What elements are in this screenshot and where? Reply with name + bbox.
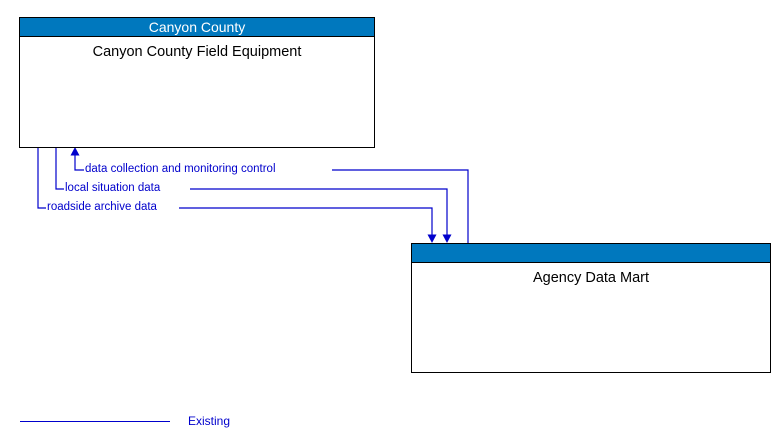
flow-label-local-situation-data[interactable]: local situation data: [64, 182, 162, 195]
legend-label-existing: Existing: [188, 414, 231, 428]
entity-header-canyon-county: Canyon County: [20, 18, 374, 37]
entity-box-agency-data-mart[interactable]: Agency Data Mart: [411, 243, 771, 373]
flow-label-roadside-archive-data[interactable]: roadside archive data: [46, 201, 158, 214]
entity-title-agency-data-mart: Agency Data Mart: [532, 270, 650, 286]
flow-arrowhead-up-canyon-county: [70, 147, 80, 156]
legend: Existing: [20, 412, 320, 432]
flow-arrowhead-down-roadside-archive-data: [427, 234, 437, 243]
flow-label-data-collection-and-monitoring-control[interactable]: data collection and monitoring control: [84, 163, 277, 176]
legend-line-existing: [20, 421, 170, 422]
entity-box-canyon-county-field-equipment[interactable]: Canyon County Canyon County Field Equipm…: [19, 17, 375, 148]
entity-header-agency-data-mart: [412, 244, 770, 263]
entity-title-canyon-county-field-equipment: Canyon County Field Equipment: [92, 44, 302, 60]
flow-arrowhead-down-local-situation-data: [442, 234, 452, 243]
